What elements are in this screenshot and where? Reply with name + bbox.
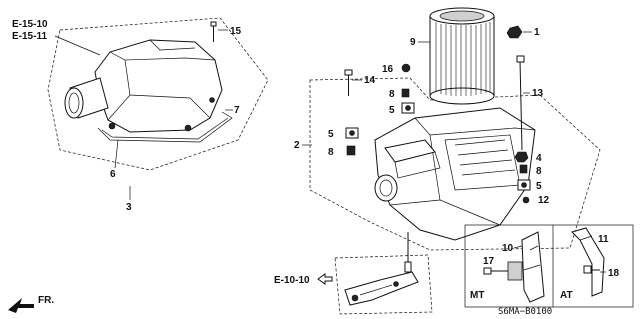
air-cleaner-case [374, 107, 536, 241]
cover-group-outline [47, 17, 269, 171]
callout-17: 17 [483, 256, 495, 267]
callout-9: 9 [410, 37, 416, 48]
callout-7: 7 [234, 105, 240, 116]
bracket-outline [334, 254, 433, 315]
callout-18: 18 [608, 268, 620, 279]
callout-5-right: 5 [536, 181, 542, 192]
callout-6: 6 [110, 169, 116, 180]
callout-1: 1 [534, 27, 540, 38]
callout-11: 11 [598, 234, 609, 245]
stud-13 [516, 55, 525, 151]
air-filter-element [429, 7, 495, 105]
mount-5-top [401, 102, 415, 114]
callout-12: 12 [538, 195, 550, 206]
callout-8-left: 8 [328, 147, 334, 158]
diagram-code: S6MA−B0100 [498, 307, 552, 317]
at-label: AT [560, 290, 573, 301]
callout-8-top: 8 [389, 89, 395, 100]
bracket-assembly [334, 254, 433, 315]
callout-5-top: 5 [389, 105, 395, 116]
bolt-14 [344, 69, 353, 96]
bolt-15 [210, 21, 217, 27]
arrow-e10-10-icon [317, 273, 333, 285]
duct-opening [64, 87, 84, 119]
nut-4 [514, 151, 529, 163]
grommet-8-left [346, 145, 356, 156]
mt-at-panel [464, 224, 634, 308]
callout-16: 16 [382, 64, 394, 75]
bolt-18 [583, 265, 600, 274]
bracket-11 [571, 227, 605, 297]
fr-label: FR. [38, 295, 54, 306]
ref-e15-11[interactable]: E-15-11 [12, 31, 47, 42]
housing-cover-group [47, 17, 269, 171]
callout-8-right: 8 [536, 166, 542, 177]
clip-16 [401, 63, 411, 73]
grommet-8-top [401, 88, 410, 98]
front-arrow-icon [8, 298, 34, 313]
housing-case-group [309, 77, 601, 273]
mt-label: MT [470, 290, 484, 301]
callout-3: 3 [126, 202, 132, 213]
callout-4: 4 [536, 153, 542, 164]
nut-1 [506, 25, 523, 39]
ref-e15-10[interactable]: E-15-10 [12, 19, 48, 30]
air-cleaner-cover [94, 39, 223, 133]
case-group-outline [309, 77, 601, 251]
bolt-17 [483, 267, 508, 275]
cover-gasket [97, 111, 233, 143]
mount-5-right [517, 179, 531, 191]
washer-12 [522, 196, 530, 204]
case-inlet [374, 174, 398, 202]
mount-5-left [345, 127, 359, 139]
callout-13: 13 [532, 88, 544, 99]
ref-e10-10[interactable]: E-10-10 [274, 275, 310, 286]
callout-14: 14 [364, 75, 376, 86]
grommet-8-right [519, 164, 528, 174]
callout-15: 15 [230, 26, 242, 37]
callout-5-left: 5 [328, 129, 334, 140]
callout-10: 10 [502, 243, 514, 254]
callout-2: 2 [294, 140, 300, 151]
